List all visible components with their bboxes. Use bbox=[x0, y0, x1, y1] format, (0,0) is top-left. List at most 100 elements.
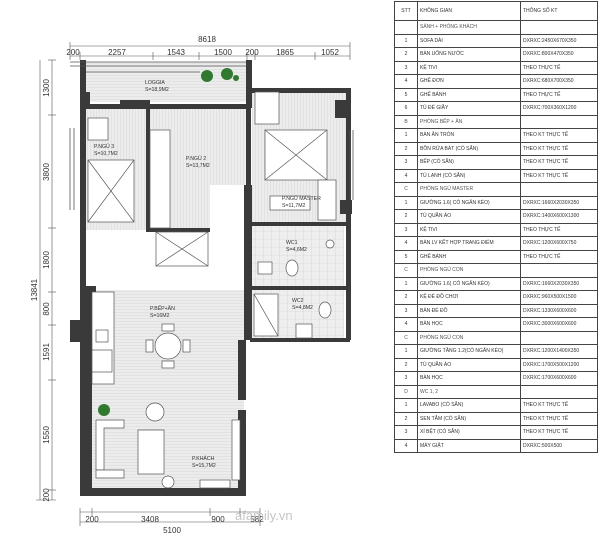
cell-stt: 3 bbox=[394, 303, 418, 318]
cell-space: BÀN HỌC bbox=[417, 371, 521, 386]
cell-space: TỦ LẠNH (CÓ SẴN) bbox=[417, 168, 521, 183]
cell-stt: 5 bbox=[394, 249, 418, 264]
cell-params: DXRXC:1200X1400X350 bbox=[520, 344, 598, 359]
cell-space: PHÒNG BẾP + ĂN bbox=[417, 114, 521, 129]
cell-params: THEO THỰC TẾ bbox=[520, 60, 598, 75]
cell-params bbox=[520, 263, 598, 278]
cell-space: WC 1, 2 bbox=[417, 384, 521, 399]
bottom-dimension-labels: 200 3408 900 582 5100 bbox=[85, 515, 264, 535]
shower-wc1 bbox=[325, 239, 335, 249]
dining-chair-4 bbox=[182, 339, 191, 353]
shoe-cabinet bbox=[199, 479, 231, 489]
room-area-wc1: S=4,6M2 bbox=[286, 247, 307, 253]
room-name-bedroom-2: P.NGỦ 2 bbox=[186, 155, 206, 162]
spec-table-header: STT KHÔNG GIAN THÔNG SỐ KT bbox=[394, 1, 598, 21]
room-name-wc2: WC2 bbox=[292, 298, 304, 304]
dim-left-5: 1591 bbox=[42, 343, 51, 361]
plants bbox=[98, 68, 239, 416]
dim-left-total: 13841 bbox=[30, 278, 39, 301]
washing-machine bbox=[295, 323, 313, 339]
cell-params: DXRXC:1330X600X600 bbox=[520, 303, 598, 318]
cell-params: DXRXC:2450X670X350 bbox=[520, 33, 598, 48]
cell-params: DXRXC:680X700X350 bbox=[520, 74, 598, 89]
room-name-living: P.KHÁCH bbox=[192, 455, 215, 462]
plant-icon bbox=[201, 70, 213, 82]
dim-bottom-3: 900 bbox=[211, 515, 225, 524]
cell-space: BÀN UỐNG NƯỚC bbox=[417, 47, 521, 62]
cell-stt: C bbox=[394, 330, 418, 345]
toilet-wc2 bbox=[318, 301, 332, 319]
header-params: THÔNG SỐ KT bbox=[520, 1, 598, 21]
room-area-bedroom-2: S=13,7M2 bbox=[186, 163, 210, 169]
wardrobe-bedroom-2 bbox=[149, 129, 171, 229]
cell-space: PHÒNG NGỦ MASTER bbox=[417, 182, 521, 197]
cell-space: GIƯỜNG 1.6( CÓ NGĂN KÉO) bbox=[417, 195, 521, 210]
cell-space: BẾP (CÓ SẴN) bbox=[417, 155, 521, 170]
cell-stt: D bbox=[394, 384, 418, 399]
dim-left-1: 1300 bbox=[42, 79, 51, 97]
dim-left-2: 3800 bbox=[42, 163, 51, 181]
top-dimension-labels: 8618 200 2257 1543 1500 200 1865 1052 bbox=[66, 35, 339, 57]
cell-space: BỒN RỬA BÁT (CÓ SẴN) bbox=[417, 141, 521, 156]
cell-stt: 5 bbox=[394, 87, 418, 102]
cell-params bbox=[520, 114, 598, 129]
walls bbox=[70, 60, 352, 496]
cell-space: BÀN ĐỂ ĐỒ bbox=[417, 303, 521, 318]
cell-stt: 2 bbox=[394, 47, 418, 62]
cell-stt: B bbox=[394, 114, 418, 129]
room-area-wc2: S=4,8M2 bbox=[292, 305, 313, 311]
cell-params bbox=[520, 330, 598, 345]
dim-bottom-1: 200 bbox=[85, 515, 99, 524]
cell-params: DXRXC:1200X600X750 bbox=[520, 236, 598, 251]
spec-table: STT KHÔNG GIAN THÔNG SỐ KT SẢNH + PHÒNG … bbox=[394, 1, 598, 453]
dim-left-6: 1550 bbox=[42, 426, 51, 444]
cell-space: TỦ ĐỂ GIẦY bbox=[417, 101, 521, 116]
cell-params: DXRXC:1700X600X600 bbox=[520, 371, 598, 386]
toilet-wc1 bbox=[285, 259, 299, 277]
floor-plan: 8618 200 2257 1543 1500 200 1865 1052 13… bbox=[30, 35, 354, 535]
cell-space: MÁY GIẶT bbox=[417, 438, 521, 453]
cell-params: DXRXC:3000X600X600 bbox=[520, 317, 598, 332]
floor-areas bbox=[86, 62, 348, 488]
cell-stt: 1 bbox=[394, 276, 418, 291]
plant-icon bbox=[98, 404, 110, 416]
dim-top-4: 1500 bbox=[214, 48, 232, 57]
cell-stt: 1 bbox=[394, 344, 418, 359]
dim-left-3: 1800 bbox=[42, 251, 51, 269]
plant-icon bbox=[221, 68, 233, 80]
cell-params: THEO KT THỰC TẾ bbox=[520, 128, 598, 143]
room-area-bedroom-3: S=10,7M2 bbox=[94, 151, 118, 157]
cell-space: BÀN HỌC bbox=[417, 317, 521, 332]
cell-space: PHÒNG NGỦ CON bbox=[417, 330, 521, 345]
windows bbox=[69, 61, 354, 210]
dim-top-1: 200 bbox=[66, 48, 80, 57]
cell-params: THEO THỰC TẾ bbox=[520, 249, 598, 264]
cell-params: THEO KT THỰC TẾ bbox=[520, 425, 598, 440]
cell-space: GHẾ BÁNH bbox=[417, 87, 521, 102]
cell-params bbox=[520, 182, 598, 197]
cell-space: KỆ TIVI bbox=[417, 222, 521, 237]
dim-bottom-total: 5100 bbox=[163, 526, 181, 535]
cell-space: KỆ ĐỂ ĐỒ CHƠI bbox=[417, 290, 521, 305]
dim-top-5: 200 bbox=[245, 48, 259, 57]
cell-stt: 1 bbox=[394, 128, 418, 143]
dim-left-7: 200 bbox=[42, 488, 51, 502]
